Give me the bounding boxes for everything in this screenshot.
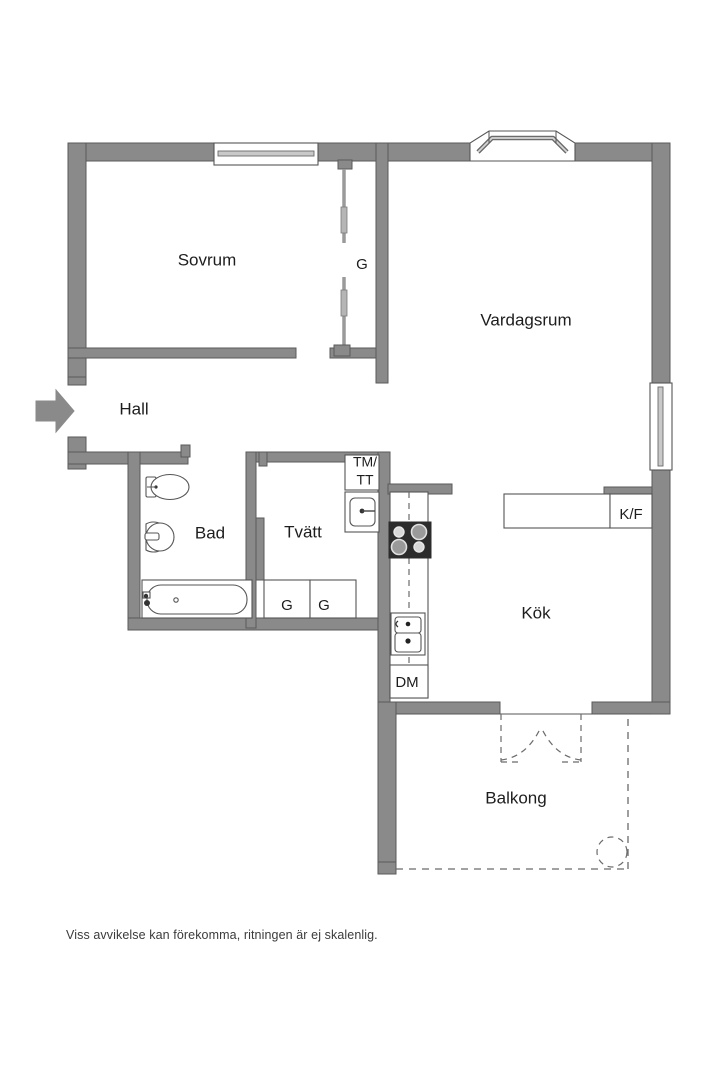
room-label-balkong: Balkong bbox=[485, 788, 546, 807]
label-dishwasher: DM bbox=[395, 674, 418, 691]
washbasin-fixture bbox=[144, 521, 175, 553]
wall-bath-left bbox=[127, 451, 141, 629]
wall-top-left bbox=[67, 142, 217, 162]
room-label-kok: Kök bbox=[521, 603, 551, 622]
wall-living-room-left bbox=[375, 142, 389, 384]
room-label-bad: Bad bbox=[195, 523, 225, 542]
wall-top-mid bbox=[317, 142, 471, 162]
label-washer-dryer-line2: TT bbox=[356, 472, 374, 488]
fridge-freezer-unit bbox=[609, 493, 653, 529]
label-fridge-freezer: K/F bbox=[619, 506, 642, 523]
room-label-hall: Hall bbox=[119, 399, 148, 418]
label-closet-bedroom: G bbox=[356, 256, 368, 273]
closet-anchor-top bbox=[337, 159, 353, 170]
stove-fixture bbox=[388, 521, 432, 559]
laundry-fixtures bbox=[263, 454, 380, 619]
label-closet-right: G bbox=[318, 597, 330, 614]
wall-bath-bottom bbox=[127, 617, 387, 631]
kitchen-sink-fixture bbox=[390, 612, 426, 656]
closet-box-right bbox=[309, 579, 357, 619]
wall-left-upper bbox=[67, 142, 87, 384]
wall-balcony-bottom-stub bbox=[377, 861, 397, 875]
plan-caption: Viss avvikelse kan förekomma, ritningen … bbox=[66, 928, 378, 942]
entrance-arrow bbox=[35, 388, 75, 434]
wall-left-door-jamb-top bbox=[67, 376, 87, 386]
label-closet-left: G bbox=[281, 597, 293, 614]
wall-kitchen-bottom-right bbox=[591, 701, 671, 715]
room-label-tvatt: Tvätt bbox=[284, 522, 322, 541]
closet-anchor-bottom bbox=[333, 344, 351, 357]
closet-box-left bbox=[263, 579, 311, 619]
label-washer-dryer-line1: TM/ bbox=[353, 454, 377, 470]
washer-dryer-box bbox=[344, 454, 380, 491]
living-room-window bbox=[649, 382, 673, 471]
balcony-dashed-group bbox=[396, 713, 652, 870]
balcony-door-swing bbox=[500, 714, 582, 763]
balcony-corner-marker bbox=[596, 836, 628, 868]
laundry-sink-fixture bbox=[344, 491, 380, 533]
wall-tvatt-closet-divider bbox=[255, 517, 265, 581]
bathtub-fixture bbox=[141, 579, 253, 619]
living-room-bay-window bbox=[469, 130, 576, 162]
kitchen-counter-group bbox=[503, 493, 653, 529]
bedroom-window bbox=[213, 142, 319, 166]
bathroom-fixtures bbox=[141, 473, 253, 619]
kitchen-counter bbox=[503, 493, 611, 529]
wall-right-lower bbox=[651, 469, 671, 711]
room-labels: Sovrum Vardagsrum Hall Bad Tvätt Kök Bal… bbox=[119, 250, 571, 807]
wall-bedroom-hall bbox=[67, 347, 297, 359]
bedroom-closet-doors bbox=[333, 159, 353, 357]
room-label-vardagsrum: Vardagsrum bbox=[480, 310, 571, 329]
toilet-fixture bbox=[145, 473, 190, 501]
room-label-sovrum: Sovrum bbox=[178, 250, 237, 269]
wall-hall-stub bbox=[258, 451, 268, 467]
wall-balcony-left bbox=[377, 701, 397, 875]
wall-right-upper bbox=[651, 142, 671, 384]
wall-hall-jamb bbox=[180, 444, 191, 458]
kitchen-corridor bbox=[388, 491, 432, 699]
annotation-labels: G G G K/F DM TM/ TT bbox=[281, 256, 643, 691]
windows-group bbox=[213, 130, 673, 471]
structural-walls bbox=[67, 142, 671, 875]
dishwasher-box bbox=[389, 664, 429, 699]
